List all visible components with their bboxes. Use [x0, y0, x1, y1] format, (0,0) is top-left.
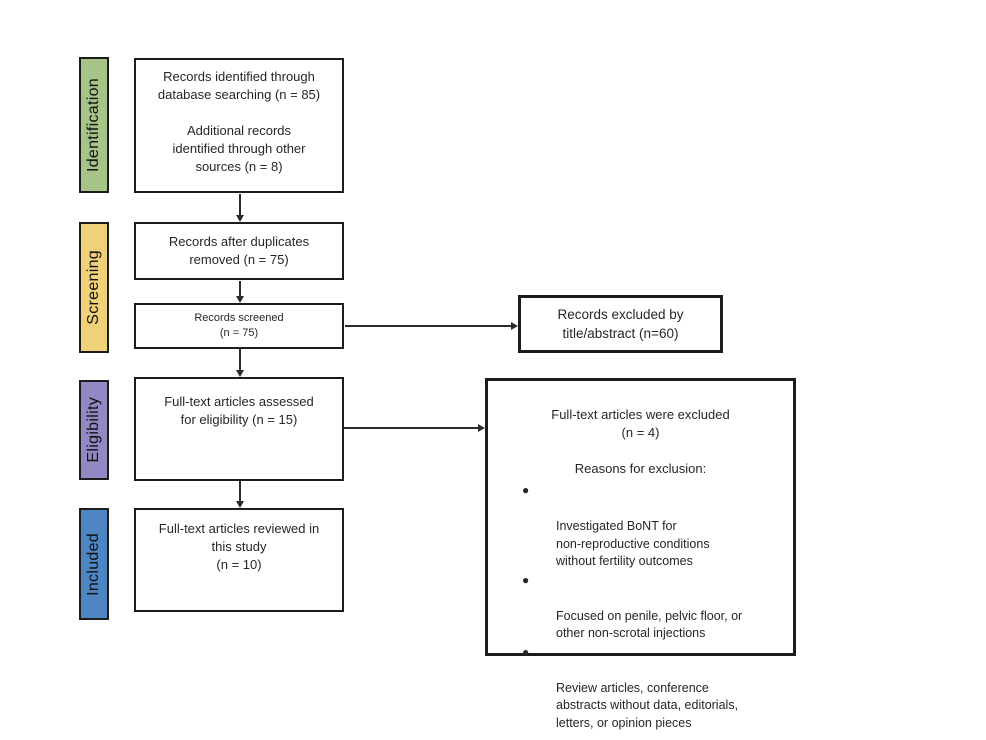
- box-fulltext-reviewed: Full-text articles reviewed in this stud…: [134, 508, 344, 612]
- bullet-icon: ●: [522, 573, 530, 588]
- exclusion-reason-list: ● Investigated BoNT for non-reproductive…: [488, 482, 793, 733]
- bullet-icon: ●: [522, 483, 530, 498]
- exclusion-reason-text: Investigated BoNT for non-reproductive c…: [556, 518, 710, 569]
- box-fulltext-excluded: Full-text articles were excluded (n = 4)…: [485, 378, 796, 730]
- stage-label-identification: Identification: [79, 57, 109, 193]
- stage-label-eligibility-text: Eligibility: [85, 397, 102, 463]
- stage-label-included-text: Included: [85, 532, 102, 596]
- exclusion-reason-text: Review articles, conference abstracts wi…: [556, 680, 739, 731]
- arrow-duplicates-to-screened: [235, 281, 244, 303]
- exclusion-reason-text: Focused on penile, pelvic floor, or othe…: [556, 608, 743, 641]
- list-item: ● Focused on penile, pelvic floor, or ot…: [488, 572, 793, 643]
- box-records-identified: Records identified through database sear…: [134, 58, 344, 193]
- stage-label-identification-text: Identification: [85, 77, 102, 173]
- arrow-screened-to-excluded: [345, 321, 518, 330]
- arrow-assessed-to-reviewed: [235, 481, 244, 508]
- stage-label-included: Included: [79, 508, 109, 620]
- bullet-icon: ●: [522, 645, 530, 660]
- arrow-identification-to-duplicates: [235, 194, 244, 222]
- arrow-assessed-to-fulltext-excluded: [344, 423, 485, 432]
- arrow-screened-to-assessed: [235, 349, 244, 377]
- list-item: ● Review articles, conference abstracts …: [488, 644, 793, 733]
- box-records-excluded: Records excluded by title/abstract (n=60…: [518, 295, 723, 353]
- list-item: ● Investigated BoNT for non-reproductive…: [488, 482, 793, 571]
- reasons-for-exclusion-title: Reasons for exclusion:: [574, 461, 707, 477]
- box-records-screened: Records screened (n = 75): [134, 303, 344, 349]
- box-duplicates-removed: Records after duplicates removed (n = 75…: [134, 222, 344, 280]
- stage-label-eligibility: Eligibility: [79, 380, 109, 480]
- stage-label-screening: Screening: [79, 222, 109, 353]
- fulltext-excluded-heading: Full-text articles were excluded (n = 4): [551, 407, 730, 441]
- stage-label-screening-text: Screening: [85, 250, 102, 325]
- box-fulltext-assessed: Full-text articles assessed for eligibil…: [134, 377, 344, 481]
